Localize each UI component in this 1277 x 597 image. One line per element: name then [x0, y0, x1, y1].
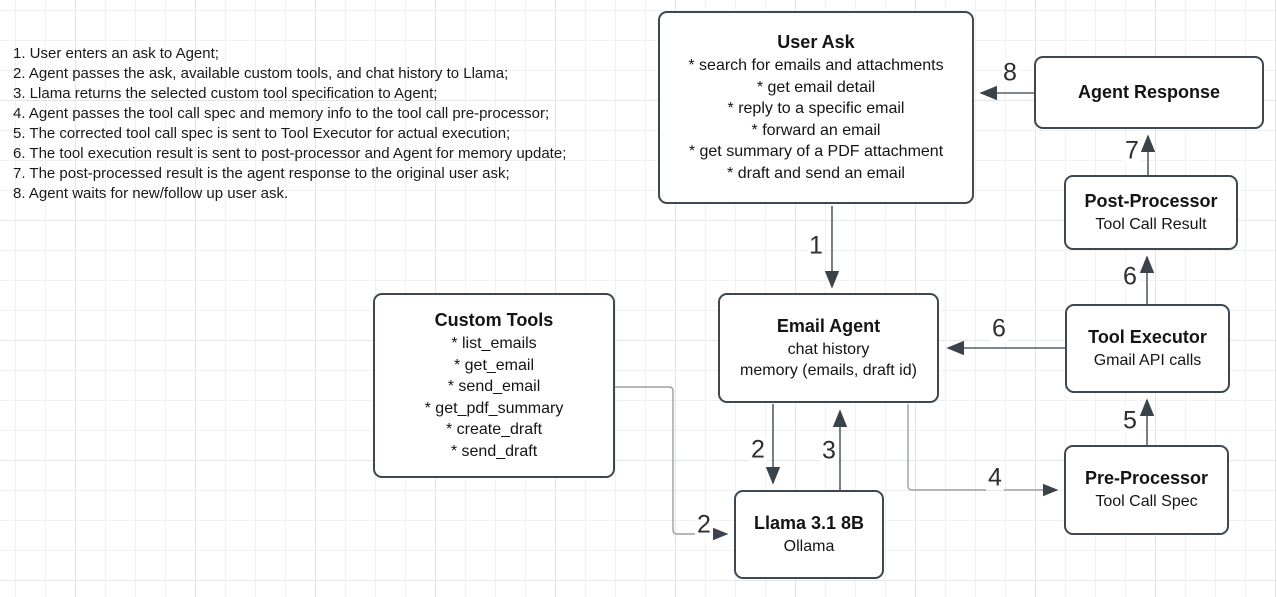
user-ask-title: User Ask [777, 32, 855, 52]
note-line-4: 4. Agent passes the tool call spec and m… [13, 105, 550, 122]
note-line-1: 1. User enters an ask to Agent; [13, 45, 219, 62]
process-steps-list: 1. User enters an ask to Agent; 2. Agent… [13, 44, 566, 204]
custom-tools-item: * create_draft [445, 421, 543, 438]
arrow-email-agent-to-pre-processor [907, 404, 1059, 497]
pre-processor-title: Pre-Processor [1084, 468, 1209, 489]
note-line-3: 3. Llama returns the selected custom too… [13, 85, 438, 102]
custom-tools-item: * list_emails [451, 335, 537, 352]
node-pre-processor: Pre-Processor Tool Call Spec [1064, 445, 1229, 535]
custom-tools-item: * get_email [453, 356, 535, 374]
node-agent-response: Agent Response [1034, 56, 1264, 129]
email-agent-title: Email Agent [776, 315, 881, 336]
node-user-ask: User Ask * search for emails and attachm… [658, 11, 974, 204]
post-processor-subtitle: Tool Call Result [1095, 215, 1207, 233]
edge-label-1: 1 [807, 231, 825, 260]
edge-label-4: 4 [986, 463, 1004, 492]
node-custom-tools: Custom Tools * list_emails * get_email *… [373, 293, 615, 478]
note-line-2: 2. Agent passes the ask, available custo… [13, 65, 509, 82]
email-agent-item: chat history [787, 340, 870, 358]
llama-subtitle: Ollama [783, 537, 835, 555]
edge-label-7: 7 [1123, 136, 1141, 165]
agent-response-title: Agent Response [1077, 81, 1221, 102]
tool-executor-title: Tool Executor [1088, 326, 1207, 347]
user-ask-item: * search for emails and attachments [688, 57, 944, 74]
edge-label-2a: 2 [749, 435, 767, 464]
custom-tools-item: * get_pdf_summary [424, 399, 564, 417]
edge-label-8: 8 [1001, 58, 1019, 87]
node-llama: Llama 3.1 8B Ollama [734, 490, 884, 579]
post-processor-title: Post-Processor [1084, 190, 1218, 211]
custom-tools-item: * send_draft [450, 442, 538, 460]
edge-label-5: 5 [1121, 406, 1139, 435]
edge-label-6a: 6 [990, 314, 1008, 343]
email-agent-item: memory (emails, draft id) [740, 362, 917, 379]
user-ask-item: * get summary of a PDF attachment [688, 143, 944, 160]
node-post-processor: Post-Processor Tool Call Result [1064, 175, 1238, 250]
edge-label-3: 3 [820, 436, 838, 465]
node-tool-executor: Tool Executor Gmail API calls [1065, 304, 1230, 393]
user-ask-item: * reply to a specific email [727, 100, 905, 117]
note-line-7: 7. The post-processed result is the agen… [13, 165, 510, 182]
node-email-agent: Email Agent chat history memory (emails,… [718, 293, 939, 403]
tool-executor-subtitle: Gmail API calls [1093, 351, 1202, 369]
edge-label-2b: 2 [695, 510, 713, 539]
custom-tools-item: * send_email [447, 378, 541, 395]
custom-tools-title: Custom Tools [434, 310, 554, 330]
edge-label-6b: 6 [1121, 262, 1139, 291]
note-line-8: 8. Agent waits for new/follow up user as… [13, 185, 289, 202]
user-ask-item: * forward an email [751, 121, 881, 139]
note-line-5: 5. The corrected tool call spec is sent … [13, 125, 511, 142]
pre-processor-subtitle: Tool Call Spec [1095, 493, 1198, 511]
note-line-6: 6. The tool execution result is sent to … [13, 145, 567, 162]
llama-title: Llama 3.1 8B [753, 512, 865, 533]
user-ask-item: * draft and send an email [727, 164, 905, 182]
user-ask-item: * get email detail [756, 78, 876, 96]
